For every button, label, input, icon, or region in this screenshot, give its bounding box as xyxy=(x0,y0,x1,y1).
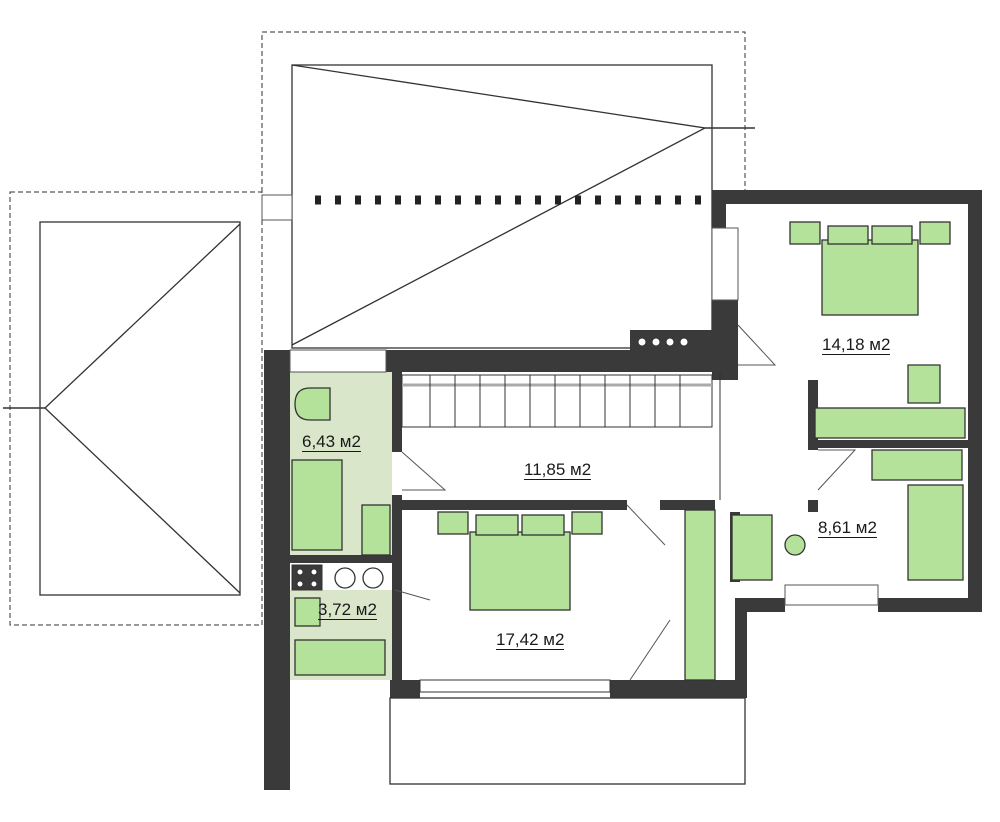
room-area-bedroom-s: 17,42 м2 xyxy=(496,630,565,650)
furniture xyxy=(291,221,966,681)
left-roof xyxy=(3,191,263,626)
room-area-study: 8,61 м2 xyxy=(818,518,877,538)
room-area-bathroom: 6,43 м2 xyxy=(302,432,361,452)
room-area-wc: 3,72 м2 xyxy=(318,600,377,620)
top-roof xyxy=(261,31,755,349)
walls xyxy=(264,190,982,790)
room-area-hall: 11,85 м2 xyxy=(524,460,592,480)
doors xyxy=(289,227,879,681)
stove xyxy=(291,337,689,591)
balcony xyxy=(389,697,746,785)
room-area-bedroom-ne: 14,18 м2 xyxy=(822,335,891,355)
stairs xyxy=(401,372,721,500)
